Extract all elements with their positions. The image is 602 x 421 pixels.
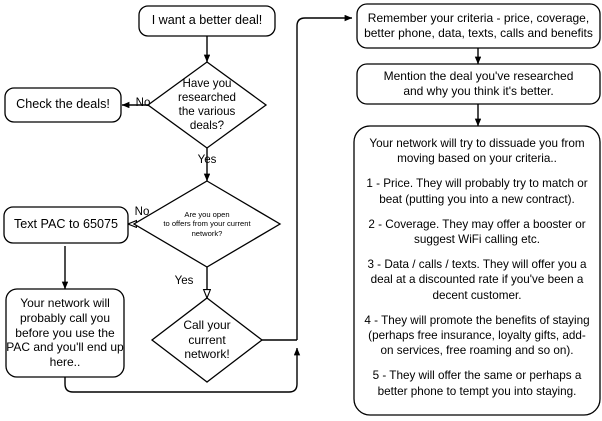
node-remember-criteria-shape [356, 3, 601, 49]
edge-networkcall-to-spine [64, 347, 301, 393]
node-start-shape [138, 5, 276, 37]
edge-label-open-no: No [134, 206, 150, 218]
node-check-deals-shape [4, 87, 122, 123]
node-network-call-shape [5, 288, 125, 378]
node-researched-shape [146, 61, 268, 149]
node-text-pac-shape [3, 206, 129, 244]
edge-label-researched-no: No [135, 97, 151, 109]
edge-label-open-yes: Yes [174, 275, 194, 287]
node-open-offers-shape [132, 180, 282, 268]
edge-label-researched-yes: Yes [197, 154, 217, 166]
edge-spine-to-remember [296, 14, 353, 340]
node-call-network-shape [150, 297, 264, 383]
node-mention-deal-shape [356, 63, 601, 105]
node-dissuade-shape [353, 125, 601, 416]
